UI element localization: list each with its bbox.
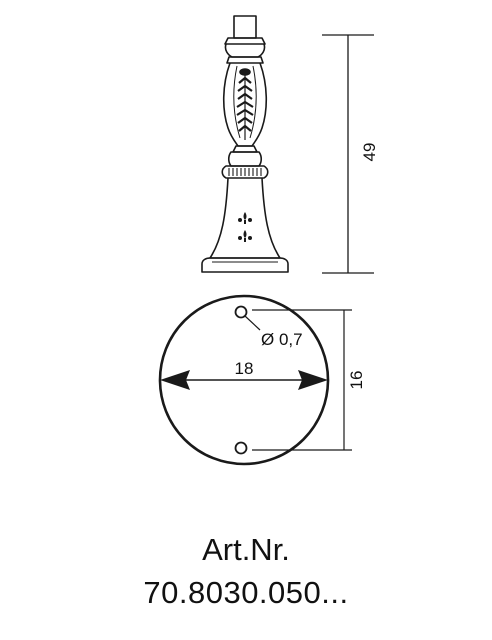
depth-dimension-label: 16 bbox=[347, 371, 366, 390]
diameter-dimension-label: 18 bbox=[235, 359, 254, 378]
height-dimension bbox=[322, 34, 374, 274]
article-label: Art.Nr. bbox=[202, 532, 290, 567]
article-number: 70.8030.050... bbox=[143, 575, 349, 610]
fleur-ornament-icon bbox=[238, 212, 252, 242]
height-dimension-label: 49 bbox=[360, 143, 379, 162]
depth-dimension bbox=[252, 309, 352, 451]
diameter-dimension bbox=[160, 370, 328, 390]
hole-dimension-label: Ø 0,7 bbox=[261, 330, 303, 349]
candlestick-side-view bbox=[201, 15, 289, 273]
